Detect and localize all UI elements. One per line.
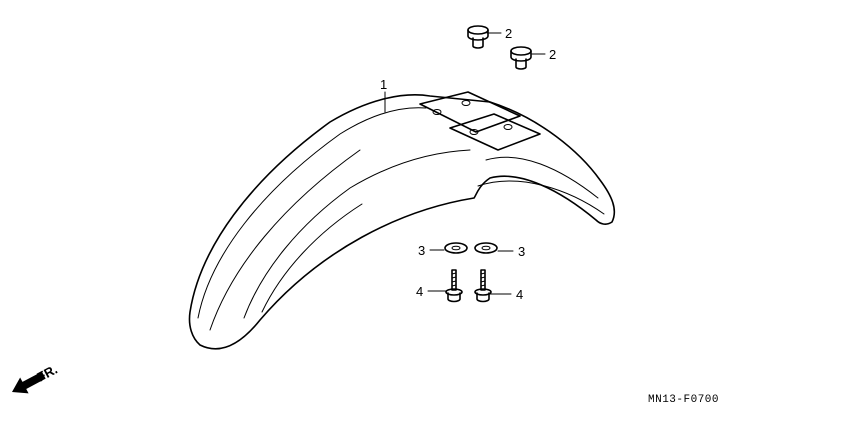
callout-3-right: 3: [518, 244, 525, 259]
washer-right: [474, 242, 498, 254]
callout-1: 1: [380, 77, 387, 92]
flange-bolt-right: [474, 269, 492, 303]
front-direction-arrow-icon: [12, 371, 46, 394]
callout-4-right: 4: [516, 287, 523, 302]
callout-3-left: 3: [418, 243, 425, 258]
flange-bolt-left: [445, 269, 463, 303]
collar-bolt-lower: [510, 46, 532, 70]
callout-2-upper: 2: [505, 26, 512, 41]
front-fender: [188, 91, 616, 350]
diagram-reference-code: MN13-F0700: [648, 394, 720, 406]
washer-left: [444, 242, 468, 254]
collar-bolt-upper: [467, 25, 489, 49]
callout-leaders: [384, 32, 546, 295]
callout-4-left: 4: [416, 284, 423, 299]
callout-2-lower: 2: [549, 47, 556, 62]
